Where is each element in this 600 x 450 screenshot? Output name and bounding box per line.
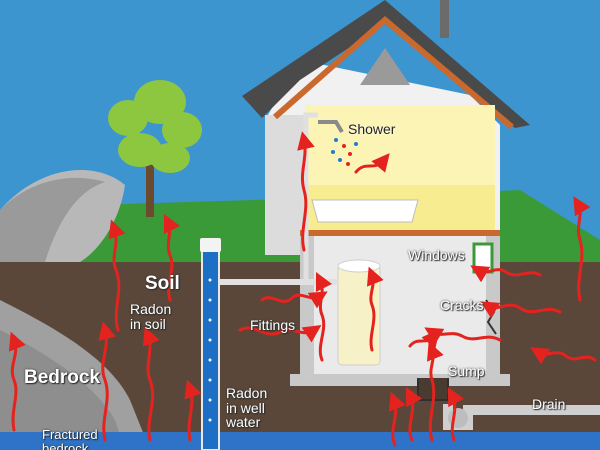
cracks-label: Cracks	[440, 297, 484, 313]
radon-arrow	[424, 327, 502, 345]
soil-label: Soil	[145, 273, 180, 294]
shower-head	[318, 120, 344, 134]
fractured-bedrock-label: Fractured bedrock	[42, 427, 98, 450]
basement	[300, 236, 500, 378]
radon-in-well-water-label: Radon in well water	[226, 385, 268, 431]
tree-canopy	[108, 80, 202, 173]
floor-line	[300, 230, 500, 236]
house-pipe	[303, 112, 318, 282]
radon-arrow	[354, 153, 390, 174]
sump-label: Sump	[448, 363, 485, 379]
radon-arrow	[530, 347, 597, 365]
bedrock-shade	[0, 330, 125, 450]
windows-label: Windows	[408, 247, 465, 263]
radon-in-soil-label: Radon in soil	[130, 301, 172, 332]
radon-arrow	[366, 266, 384, 352]
well-bubbles	[208, 278, 212, 422]
radon-arrow	[480, 301, 562, 319]
radon-arrow	[297, 131, 315, 252]
back-wall	[305, 105, 495, 185]
shower-label: Shower	[348, 121, 396, 137]
radon-arrow	[184, 379, 202, 442]
radon-arrow	[470, 265, 542, 283]
radon-arrow	[573, 196, 591, 302]
basement-floor	[290, 374, 510, 386]
radon-arrow	[315, 271, 333, 362]
shower-spray	[331, 138, 358, 166]
house-side-wall	[265, 115, 305, 255]
radon-arrow	[163, 213, 181, 302]
radon-arrow	[8, 331, 26, 432]
water-tank-top	[337, 259, 381, 273]
bathtub	[311, 199, 419, 223]
radon-arrow	[260, 291, 328, 309]
drain-label: Drain	[532, 396, 566, 412]
radon-arrow	[142, 326, 160, 442]
chimney	[440, 0, 449, 38]
radon-arrow	[426, 341, 444, 442]
roof-trim	[273, 16, 514, 130]
radon-arrow	[447, 387, 465, 442]
radon-arrow	[388, 391, 406, 447]
well-cap	[200, 238, 221, 252]
radon-arrow	[405, 387, 423, 442]
drain-joint	[448, 408, 468, 428]
basement-window	[472, 242, 494, 274]
radon-arrow	[98, 321, 116, 442]
radon-arrows	[8, 131, 597, 447]
bedrock-label: Bedrock	[24, 367, 101, 388]
fittings-label: Fittings	[250, 317, 296, 333]
gable-vent	[360, 48, 410, 85]
radon-arrow	[108, 219, 126, 332]
tree-trunk	[146, 165, 154, 217]
bedrock-outcrop-face	[0, 177, 105, 262]
radon-arrow	[238, 325, 322, 343]
